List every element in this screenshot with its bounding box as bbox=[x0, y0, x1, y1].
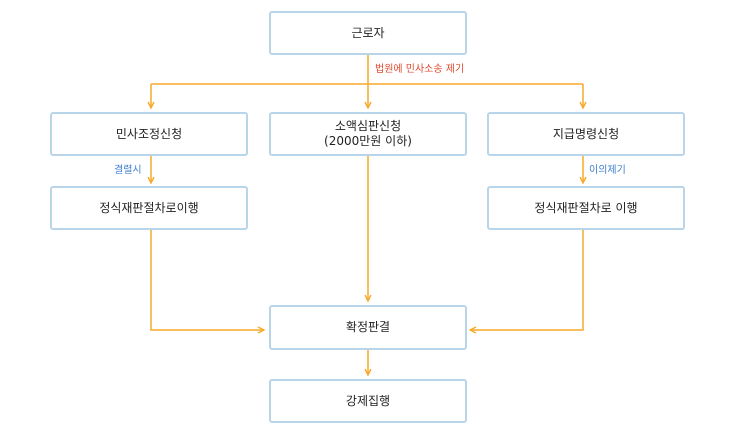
node-worker-label: 근로자 bbox=[351, 25, 385, 40]
node-formal-trial-right: 정식재판절차로 이행 bbox=[487, 186, 685, 230]
node-formal-trial-left: 정식재판절차로이행 bbox=[50, 186, 248, 230]
node-formal-trial-right-label: 정식재판절차로 이행 bbox=[534, 200, 638, 215]
label-court-suit: 법원에 민사소송 제기 bbox=[375, 64, 465, 75]
label-breakdown: 결렬시 bbox=[114, 165, 142, 176]
node-enforcement: 강제집행 bbox=[269, 379, 467, 423]
node-small-claims-line1: 소액심판신청 bbox=[334, 119, 402, 133]
node-final-judgment: 확정판결 bbox=[269, 305, 467, 350]
node-final-judgment-label: 확정판결 bbox=[345, 320, 391, 334]
node-civil-mediation-label: 민사조정신청 bbox=[115, 126, 183, 141]
node-worker: 근로자 bbox=[269, 11, 467, 55]
node-formal-trial-left-label: 정식재판절차로이행 bbox=[99, 200, 199, 215]
node-payment-order-label: 지급명령신청 bbox=[552, 126, 620, 141]
node-enforcement-label: 강제집행 bbox=[345, 393, 391, 408]
label-objection: 이의제기 bbox=[589, 165, 626, 176]
node-payment-order: 지급명령신청 bbox=[487, 112, 685, 156]
arrow-right-trial-to-judgment bbox=[470, 230, 584, 330]
arrow-left-trial-to-judgment bbox=[150, 230, 264, 330]
node-small-claims-line2: (2000만원 이하) bbox=[324, 134, 412, 148]
node-civil-mediation: 민사조정신청 bbox=[50, 112, 248, 156]
node-small-claims: 소액심판신청 (2000만원 이하) bbox=[269, 112, 467, 156]
